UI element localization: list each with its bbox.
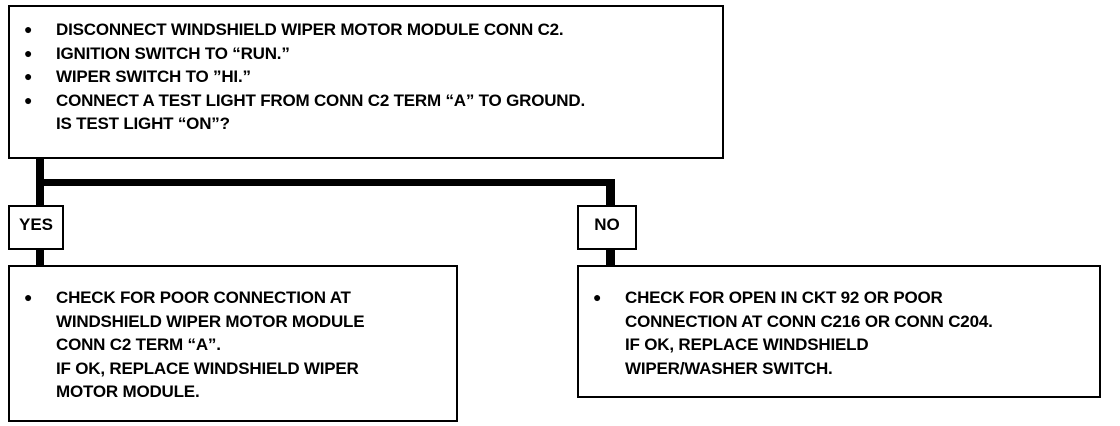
no-result-line: WIPER/WASHER SWITCH. [625, 358, 833, 378]
step-wiper-switch: ● WIPER SWITCH TO ”HI.” [20, 65, 722, 89]
connector-no-down [606, 249, 615, 266]
no-label-box: NO [577, 205, 637, 250]
no-label: NO [594, 215, 620, 234]
no-result-first-line: ● CHECK FOR OPEN IN CKT 92 OR POOR [589, 286, 1099, 310]
step-disconnect: ● DISCONNECT WINDSHIELD WIPER MOTOR MODU… [20, 18, 722, 42]
no-result-box: ● CHECK FOR OPEN IN CKT 92 OR POOR CONNE… [577, 265, 1101, 398]
step-test-light: ● CONNECT A TEST LIGHT FROM CONN C2 TERM… [20, 89, 722, 113]
bullet-icon: ● [24, 68, 33, 84]
no-result-line: IF OK, REPLACE WINDSHIELD [625, 335, 869, 354]
connector-no-drop [606, 179, 615, 206]
yes-result-line: WINDSHIELD WIPER MOTOR MODULE [56, 311, 365, 331]
connector-yes-down [36, 249, 44, 266]
bullet-icon: ● [24, 44, 33, 61]
bullet-icon: ● [24, 21, 33, 37]
yes-label-box: YES [8, 205, 64, 250]
yes-result-line: IF OK, REPLACE WINDSHIELD WIPER [56, 358, 359, 378]
bullet-icon: ● [24, 91, 33, 108]
yes-label: YES [18, 215, 54, 234]
step-ignition: ● IGNITION SWITCH TO “RUN.” [20, 42, 722, 66]
test-step-box: ● DISCONNECT WINDSHIELD WIPER MOTOR MODU… [8, 5, 724, 159]
bullet-icon: ● [593, 289, 602, 305]
connector-horizontal [36, 179, 615, 186]
yes-result-line: MOTOR MODULE. [56, 382, 200, 401]
no-result-line: CONNECTION AT CONN C216 OR CONN C204. [625, 311, 993, 331]
yes-result-line: CONN C2 TERM “A”. [56, 335, 221, 354]
bullet-icon: ● [24, 289, 33, 305]
yes-result-box: ● CHECK FOR POOR CONNECTION AT WINDSHIEL… [8, 265, 458, 422]
yes-result-first-line: ● CHECK FOR POOR CONNECTION AT [20, 286, 456, 310]
test-question: IS TEST LIGHT “ON”? [56, 114, 230, 133]
